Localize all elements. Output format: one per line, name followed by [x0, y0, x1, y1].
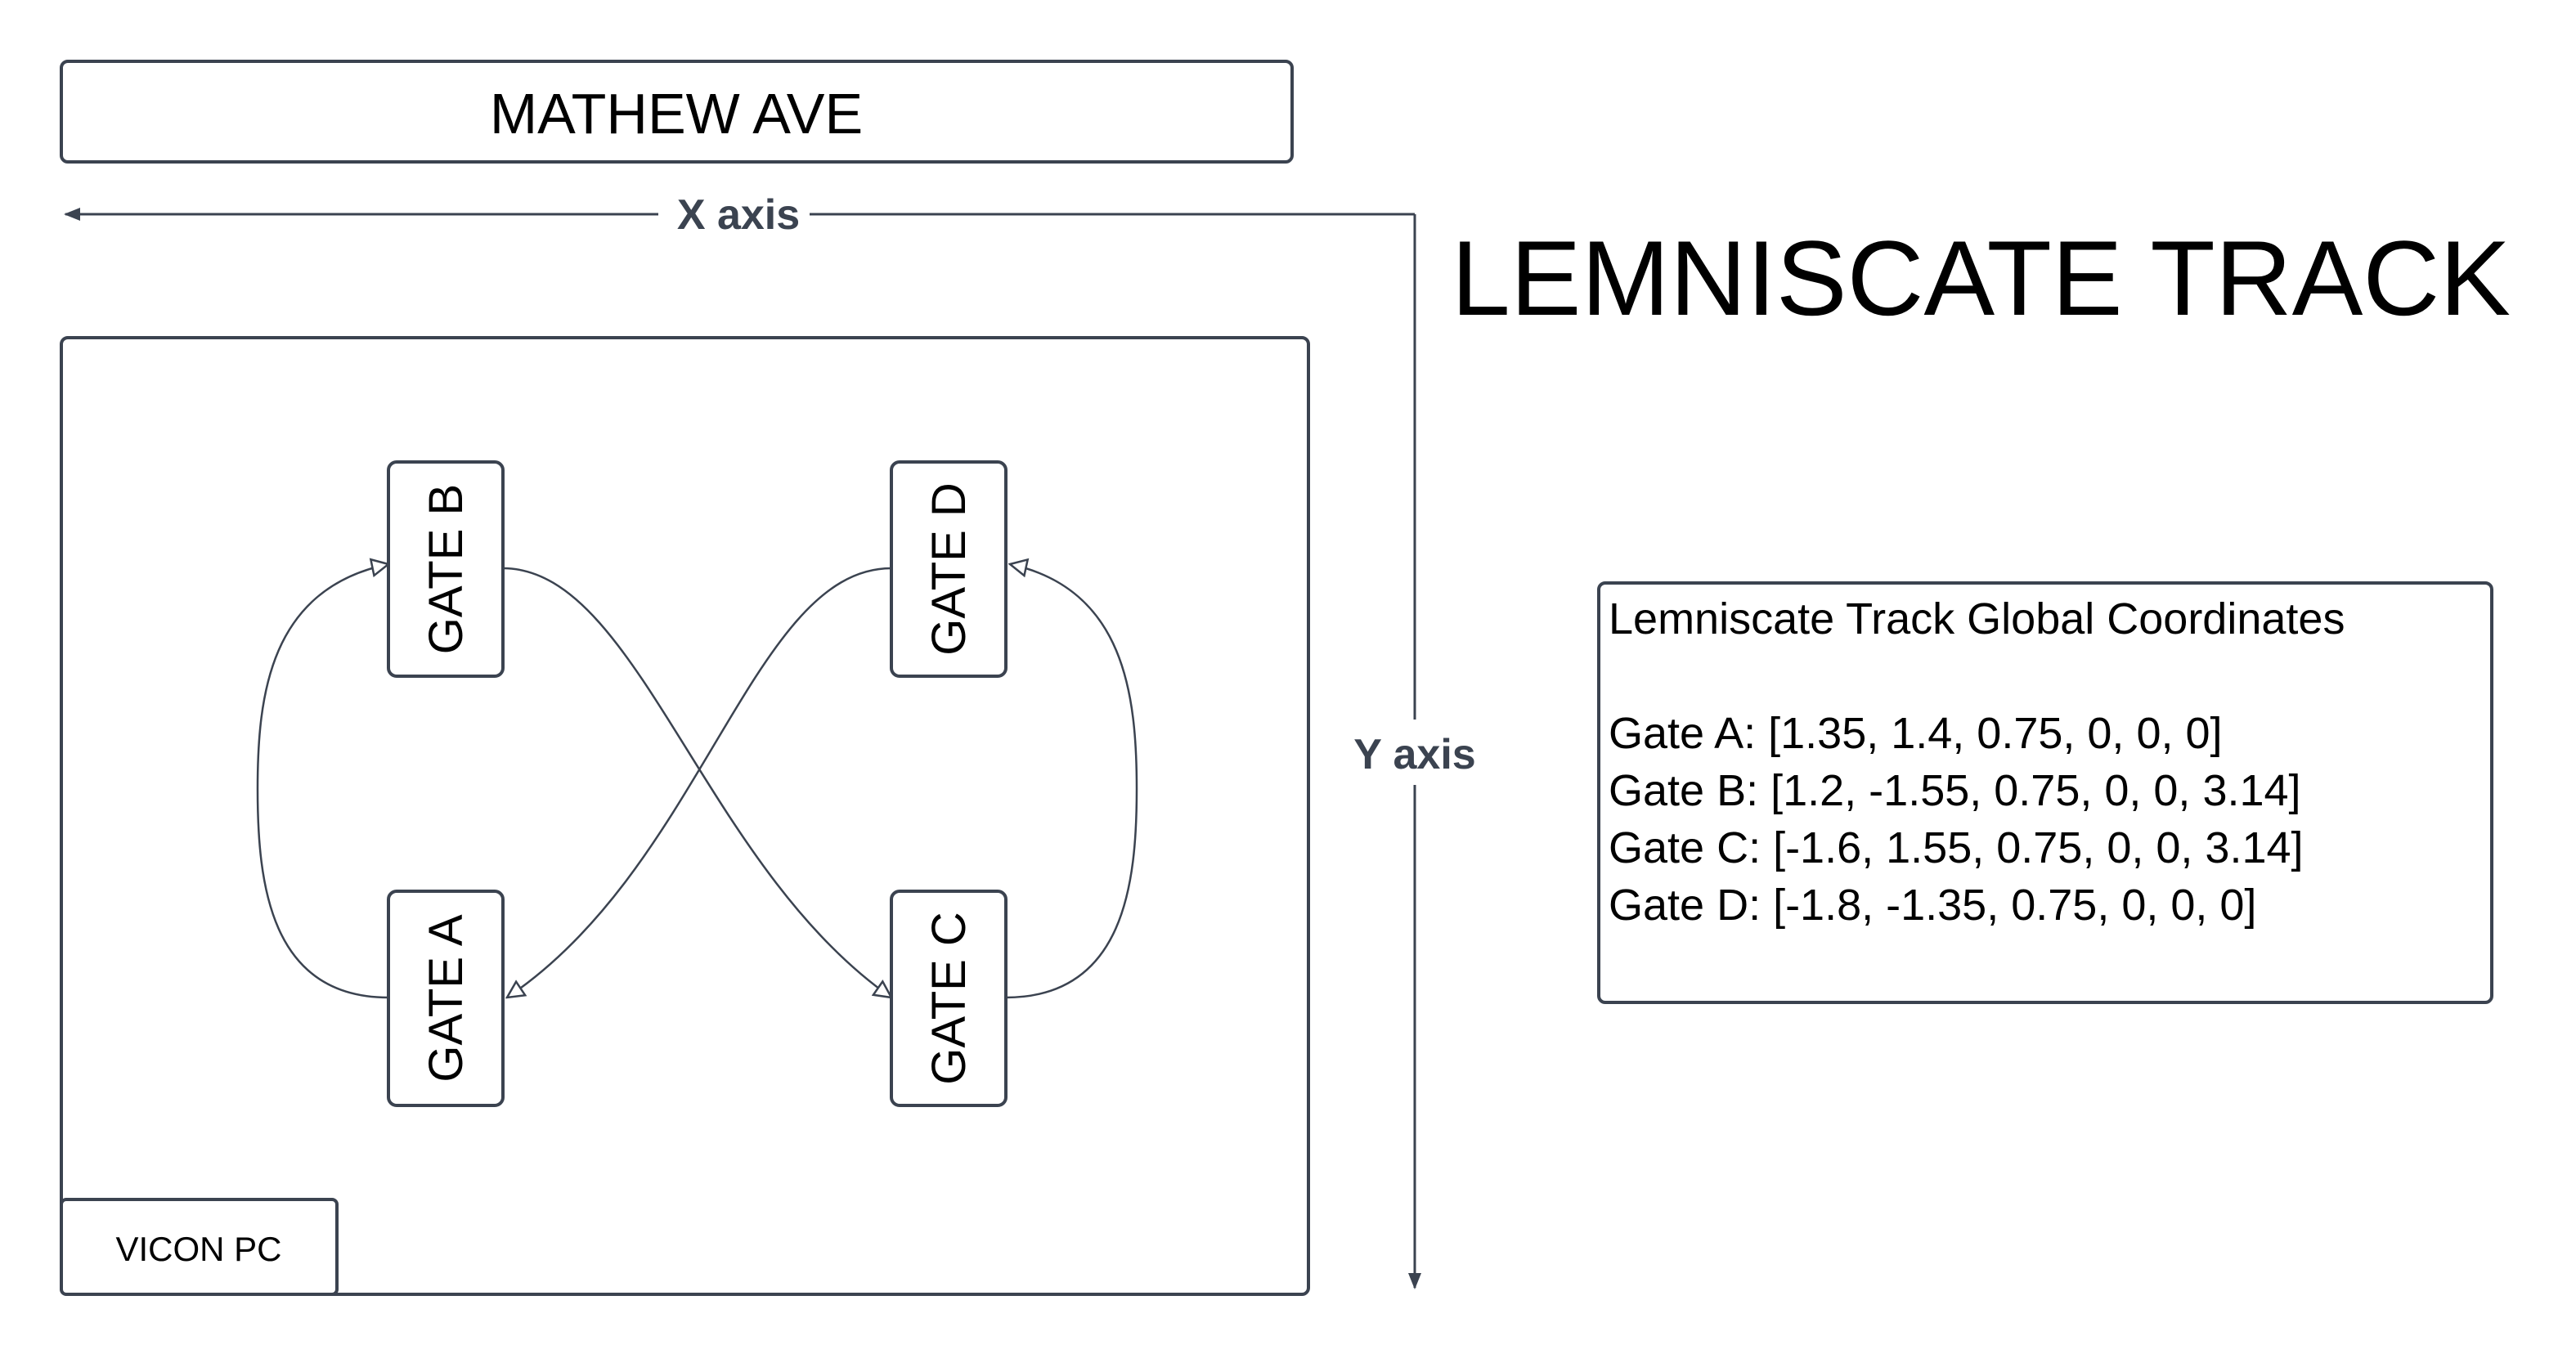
street-label: MATHEW AVE	[490, 82, 863, 146]
vicon-pc-box: VICON PC	[60, 1198, 339, 1296]
gate-b: GATE B	[387, 460, 505, 678]
coordinate-line: Gate D: [-1.8, -1.35, 0.75, 0, 0, 0]	[1609, 881, 2256, 930]
vicon-pc-label: VICON PC	[115, 1230, 281, 1268]
path-a-to-b	[256, 564, 388, 999]
coordinates-heading: Lemniscate Track Global Coordinates	[1609, 594, 2345, 643]
track-paths	[256, 564, 1138, 999]
coordinates-panel: Lemniscate Track Global Coordinates Gate…	[1597, 581, 2493, 1004]
gate-c: GATE C	[890, 890, 1008, 1107]
coordinate-line: Gate B: [1.2, -1.55, 0.75, 0, 0, 3.14]	[1609, 766, 2301, 815]
gate-b-label: GATE B	[420, 484, 473, 654]
coordinate-line: Gate A: [1.35, 1.4, 0.75, 0, 0, 0]	[1609, 709, 2223, 758]
gate-d: GATE D	[890, 460, 1008, 678]
path-c-to-d	[1005, 564, 1138, 999]
street-box: MATHEW AVE	[60, 60, 1294, 164]
room-area	[60, 336, 1310, 1296]
x-axis-label: X axis	[677, 191, 800, 239]
gate-a-label: GATE A	[420, 914, 473, 1083]
path-d-to-a	[507, 567, 892, 998]
path-b-to-c	[502, 567, 891, 998]
y-axis-label: Y axis	[1353, 731, 1475, 778]
gate-a: GATE A	[387, 890, 505, 1107]
gate-d-label: GATE D	[922, 482, 976, 656]
y-axis-label-bg	[1341, 720, 1488, 785]
axes: X axis Y axis	[64, 191, 1488, 1289]
page-title: LEMNISCATE TRACK	[1452, 218, 2511, 338]
coordinate-line: Gate C: [-1.6, 1.55, 0.75, 0, 0, 3.14]	[1609, 823, 2304, 872]
gate-c-label: GATE C	[922, 912, 976, 1085]
